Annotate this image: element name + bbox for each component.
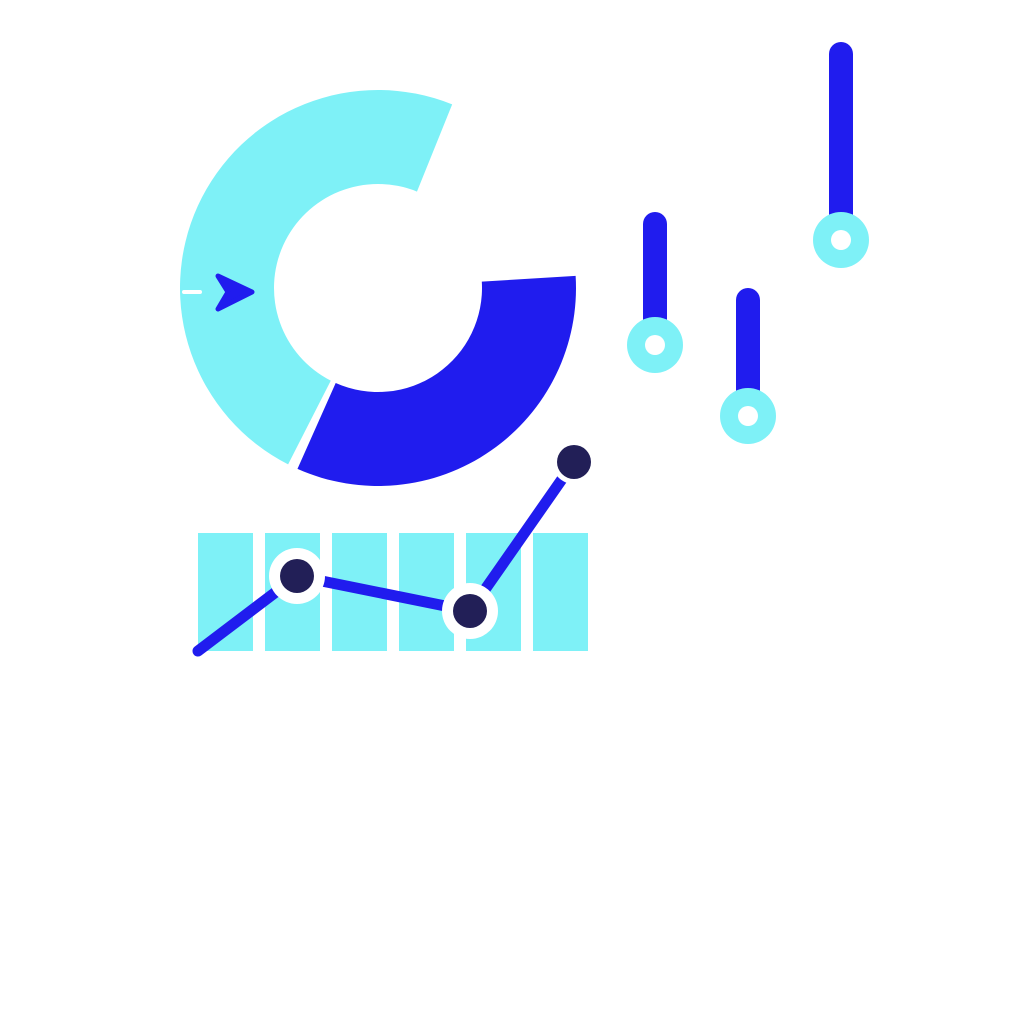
bar-column [533, 533, 588, 651]
lollipop-marker [720, 288, 776, 444]
donut-segment-cyan [180, 89, 453, 465]
lollipop-hole [645, 335, 665, 355]
donut-chart [180, 89, 576, 486]
lollipop-markers [627, 42, 869, 444]
donut-segment-blue [297, 275, 576, 486]
lollipop-hole [738, 406, 758, 426]
bar-column [399, 533, 454, 651]
arrow-pointer-icon [182, 273, 255, 312]
data-point [280, 559, 314, 593]
lollipop-hole [831, 230, 851, 250]
lollipop-marker [813, 42, 869, 268]
data-point [557, 445, 591, 479]
data-point [453, 594, 487, 628]
lollipop-marker [627, 212, 683, 373]
trend-line [192, 440, 596, 657]
